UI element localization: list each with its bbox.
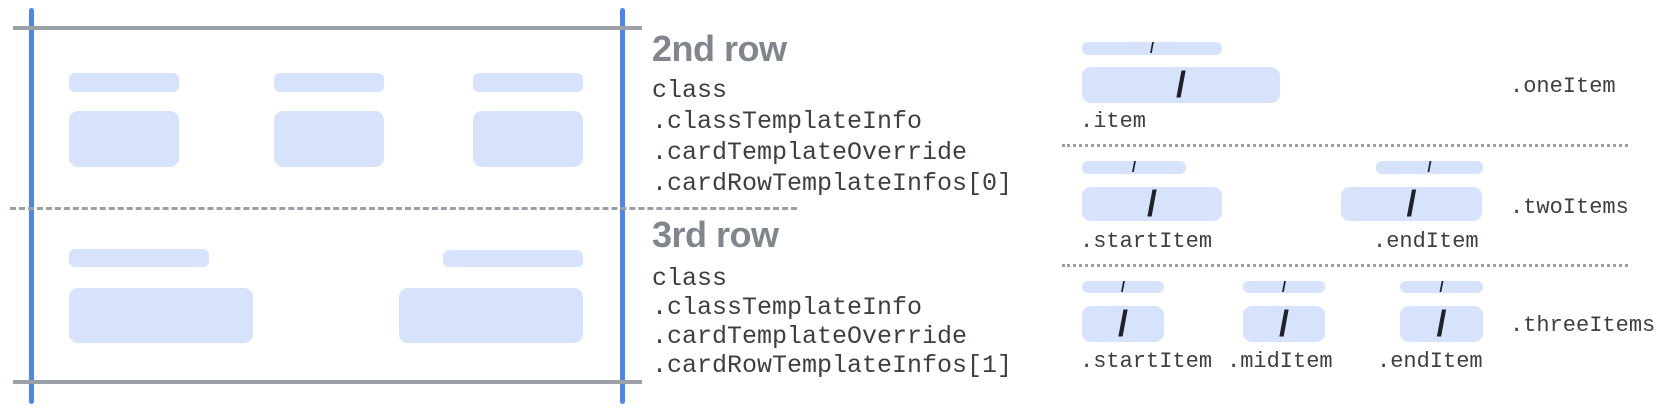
card-left-edge-line bbox=[29, 8, 34, 404]
code-line: class bbox=[652, 264, 728, 293]
card-top-edge-line bbox=[13, 26, 642, 30]
start-item-field-label: .startItem bbox=[1080, 349, 1213, 374]
three-items-start-label-placeholder: / bbox=[1082, 278, 1164, 296]
three-items-end-value-placeholder: / bbox=[1400, 306, 1483, 342]
slash-icon: / bbox=[1278, 303, 1289, 344]
code-line: .cardTemplateOverride bbox=[652, 322, 968, 351]
slash-icon: / bbox=[1149, 40, 1155, 57]
row3-end-value-placeholder bbox=[399, 288, 583, 343]
slash-icon: / bbox=[1439, 278, 1444, 296]
row3-start-label-placeholder bbox=[69, 249, 209, 267]
row3-end-label-placeholder bbox=[443, 250, 583, 267]
start-item-field-label: .startItem bbox=[1080, 229, 1213, 254]
one-item-row-label: .oneItem bbox=[1510, 74, 1616, 99]
one-item-label-placeholder: / bbox=[1082, 40, 1222, 57]
row3-annotation-path: class .classTemplateInfo .cardTemplateOv… bbox=[652, 264, 1012, 380]
item-field-label: .item bbox=[1080, 109, 1147, 134]
row2-col1-value-placeholder bbox=[69, 111, 179, 167]
row2-col2-value-placeholder bbox=[274, 111, 384, 167]
slash-icon: / bbox=[1281, 278, 1287, 296]
row-divider-dashed-line bbox=[10, 207, 797, 210]
slash-icon: / bbox=[1146, 183, 1157, 224]
three-items-mid-value-placeholder: / bbox=[1243, 306, 1325, 342]
row2-col3-label-placeholder bbox=[473, 73, 583, 92]
row2-annotation-title: 2nd row bbox=[652, 28, 787, 69]
slash-icon: / bbox=[1175, 64, 1186, 105]
slash-icon: / bbox=[1131, 159, 1137, 176]
row2-col3-value-placeholder bbox=[473, 111, 583, 167]
row3-annotation-title: 3rd row bbox=[652, 214, 779, 255]
three-items-mid-label-placeholder: / bbox=[1243, 278, 1325, 296]
end-item-field-label: .endItem bbox=[1373, 229, 1479, 254]
two-items-row-label: .twoItems bbox=[1510, 195, 1629, 220]
two-items-end-label-placeholder: / bbox=[1376, 159, 1483, 176]
three-items-start-value-placeholder: / bbox=[1082, 306, 1164, 342]
row2-col1-label-placeholder bbox=[69, 73, 179, 92]
code-line: .classTemplateInfo bbox=[652, 107, 923, 136]
slash-icon: / bbox=[1406, 183, 1417, 224]
two-items-end-value-placeholder: / bbox=[1341, 183, 1482, 224]
slash-icon: / bbox=[1117, 303, 1128, 344]
mid-item-field-label: .midItem bbox=[1227, 349, 1333, 374]
section-divider-dotted-line bbox=[1062, 264, 1628, 267]
slash-icon: / bbox=[1427, 159, 1432, 176]
row2-annotation-path: class .classTemplateInfo .cardTemplateOv… bbox=[652, 75, 1012, 199]
one-item-value-placeholder: / bbox=[1082, 67, 1280, 103]
code-line: .cardRowTemplateInfos[1] bbox=[652, 351, 1013, 380]
three-items-end-label-placeholder: / bbox=[1400, 278, 1483, 296]
code-line: class bbox=[652, 76, 728, 105]
three-items-row-label: .threeItems bbox=[1510, 313, 1656, 338]
code-line: .cardTemplateOverride bbox=[652, 138, 968, 167]
section-divider-dotted-line bbox=[1062, 144, 1628, 147]
row3-start-value-placeholder bbox=[69, 288, 253, 343]
two-items-start-label-placeholder: / bbox=[1082, 159, 1186, 176]
code-line: .classTemplateInfo bbox=[652, 293, 923, 322]
code-line: .cardRowTemplateInfos[0] bbox=[652, 169, 1013, 198]
row2-col2-label-placeholder bbox=[274, 73, 384, 92]
slash-icon: / bbox=[1436, 303, 1447, 344]
slash-icon: / bbox=[1120, 278, 1126, 296]
end-item-field-label: .endItem bbox=[1377, 349, 1483, 374]
two-items-start-value-placeholder: / bbox=[1082, 183, 1222, 224]
card-right-edge-line bbox=[620, 8, 625, 404]
card-bottom-edge-line bbox=[13, 380, 642, 384]
